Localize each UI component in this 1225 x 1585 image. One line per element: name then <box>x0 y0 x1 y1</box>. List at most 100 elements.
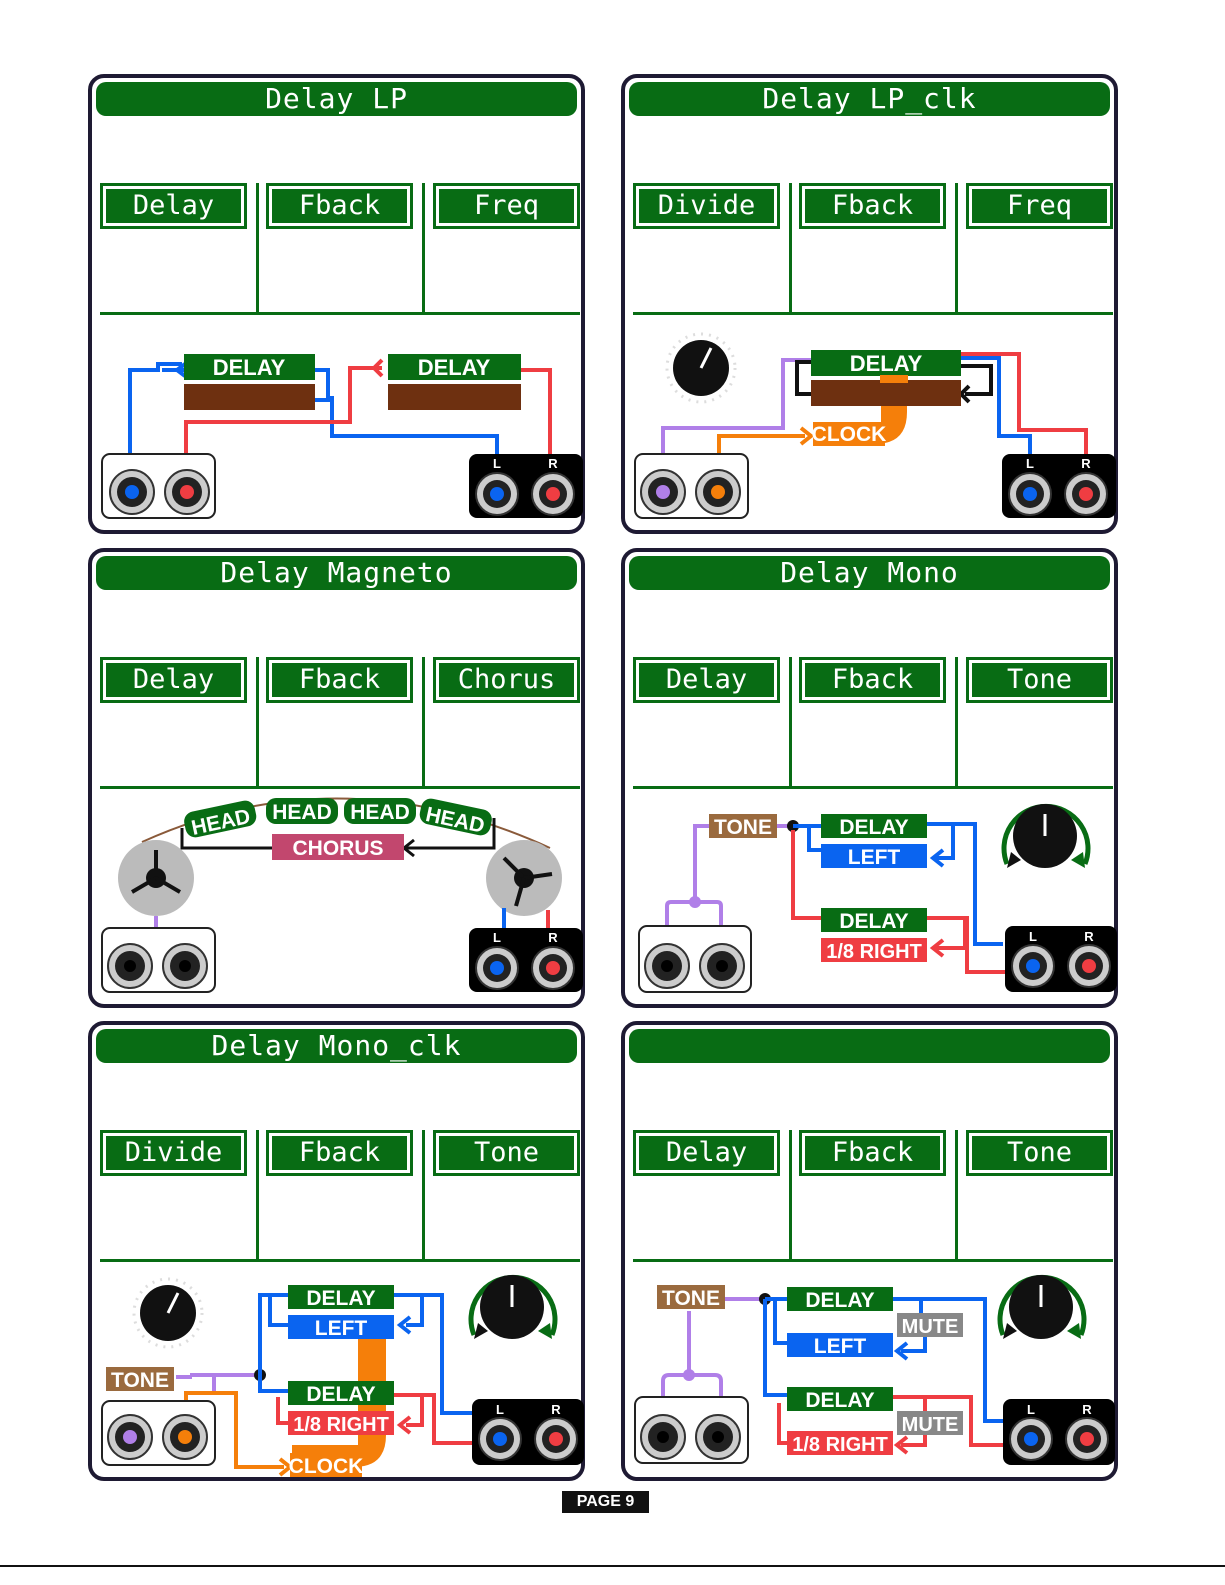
output-jack-red <box>1065 1417 1109 1461</box>
clock-block <box>813 422 885 446</box>
preset-title <box>629 1029 1110 1063</box>
param-box-3[interactable]: Chorus <box>433 657 580 703</box>
param-section: Delay Fback Freq <box>100 183 580 315</box>
output-right-label: R <box>1082 1402 1092 1417</box>
param-label: Delay <box>106 663 241 697</box>
input-jack-1 <box>107 943 153 989</box>
right-block <box>787 1431 893 1455</box>
param-box-3[interactable]: Tone <box>433 1130 580 1176</box>
input-jack-2 <box>162 943 208 989</box>
delay-buffer-1 <box>184 384 315 410</box>
tone-knob-icon <box>997 1274 1087 1339</box>
blue-wire <box>128 362 182 458</box>
left-label: LEFT <box>814 1335 867 1358</box>
output-jack-red <box>531 472 575 516</box>
param-label: Fback <box>272 1136 407 1170</box>
red-wire-out <box>394 1393 474 1445</box>
red-wire-out <box>519 368 552 460</box>
input-jack-1 <box>640 1414 686 1460</box>
output-left-label: L <box>1029 929 1037 944</box>
param-box-2[interactable]: Fback <box>799 1130 946 1176</box>
output-jack-blue <box>475 472 519 516</box>
param-label: Fback <box>805 1136 940 1170</box>
param-label: Freq <box>439 189 574 223</box>
param-box-2[interactable]: Fback <box>799 657 946 703</box>
param-box-3[interactable]: Freq <box>433 183 580 229</box>
chorus-block <box>272 834 404 860</box>
knob-icon <box>665 332 737 404</box>
param-label: Delay <box>639 663 774 697</box>
param-box-3[interactable]: Tone <box>966 1130 1113 1176</box>
divider <box>955 1130 958 1260</box>
input-jack-red <box>164 469 210 515</box>
output-jack-blue <box>1008 472 1052 516</box>
page-rule <box>0 1565 1225 1567</box>
param-label: Divide <box>639 189 774 223</box>
head-2-label: HEAD <box>272 801 332 824</box>
preset-title: Delay LP_clk <box>629 82 1110 116</box>
divider <box>955 183 958 313</box>
param-box-2[interactable]: Fback <box>799 183 946 229</box>
divider <box>256 1130 259 1260</box>
param-box-1[interactable]: Delay <box>633 1130 780 1176</box>
mute-right-label: MUTE <box>902 1414 959 1436</box>
preset-card-delay-mono: Delay Mono Delay Fback Tone TONE DELAY L… <box>621 548 1118 1008</box>
signal-diagram: TONE DELAY MUTE LEFT DELAY MUTE 1/8 RIGH… <box>634 1274 1115 1465</box>
param-box-1[interactable]: Delay <box>100 183 247 229</box>
blue-wire-out <box>961 356 1032 460</box>
delay-right-block <box>821 908 927 932</box>
param-box-1[interactable]: Divide <box>100 1130 247 1176</box>
input-jack-orange <box>695 469 741 515</box>
divider <box>256 183 259 313</box>
input-jack-orange <box>162 1414 208 1460</box>
delay-left-label: DELAY <box>839 816 908 839</box>
signal-diagram: DELAY DELAY L R <box>101 354 583 519</box>
param-box-2[interactable]: Fback <box>266 1130 413 1176</box>
output-jack-blue <box>478 1417 522 1461</box>
output-jack-red <box>1067 944 1111 988</box>
delay-left-block <box>821 814 927 838</box>
signal-diagram: DELAY LEFT DELAY 1/8 RIGHT CLOCK TONE L … <box>101 1274 584 1478</box>
preset-card-delay-lp: Delay LP Delay Fback Freq DELAY DELAY <box>88 74 585 534</box>
divider <box>633 786 1113 789</box>
blue-wire-out <box>330 396 499 460</box>
output-jack-blue <box>1011 944 1055 988</box>
mute-right-block <box>897 1411 963 1435</box>
head-3-label: HEAD <box>350 801 410 824</box>
output-left-label: L <box>1027 1402 1035 1417</box>
output-right-label: R <box>1084 929 1094 944</box>
param-box-3[interactable]: Tone <box>966 657 1113 703</box>
divide-knob-icon <box>132 1277 204 1349</box>
tone-label: TONE <box>714 816 772 839</box>
param-box-2[interactable]: Fback <box>266 183 413 229</box>
input-jack-blue <box>109 469 155 515</box>
param-label: Freq <box>972 189 1107 223</box>
preset-card-untitled: Delay Fback Tone TONE DELAY MUTE LEFT DE… <box>621 1021 1118 1481</box>
param-box-3[interactable]: Freq <box>966 183 1113 229</box>
signal-diagram: HEAD HEAD HEAD HEAD CHORUS L <box>101 797 583 993</box>
output-jack-blue <box>1009 1417 1053 1461</box>
signal-diagram: CLOCK DELAY L R <box>634 332 1116 519</box>
delay-right-label: DELAY <box>306 1383 375 1406</box>
divider <box>256 657 259 787</box>
clock-label: CLOCK <box>289 1455 364 1478</box>
param-label: Delay <box>106 189 241 223</box>
divider <box>422 183 425 313</box>
clock-block <box>290 1453 362 1477</box>
delay-right-label: DELAY <box>839 910 908 933</box>
param-label: Tone <box>972 663 1107 697</box>
blue-wire-out <box>927 822 1003 946</box>
output-jack-red <box>531 946 575 990</box>
param-box-1[interactable]: Delay <box>100 657 247 703</box>
param-label: Tone <box>439 1136 574 1170</box>
param-box-1[interactable]: Delay <box>633 657 780 703</box>
purple-wire <box>661 358 811 458</box>
delay-buffer-2 <box>388 384 521 410</box>
delay-block-1 <box>184 354 315 380</box>
param-box-1[interactable]: Divide <box>633 183 780 229</box>
param-label: Delay <box>639 1136 774 1170</box>
param-box-2[interactable]: Fback <box>266 657 413 703</box>
tape-reel-left <box>118 840 194 916</box>
preset-card-delay-mono-clk: Delay Mono_clk Divide Fback Tone DELAY <box>88 1021 585 1481</box>
right-label: 1/8 RIGHT <box>826 941 922 963</box>
